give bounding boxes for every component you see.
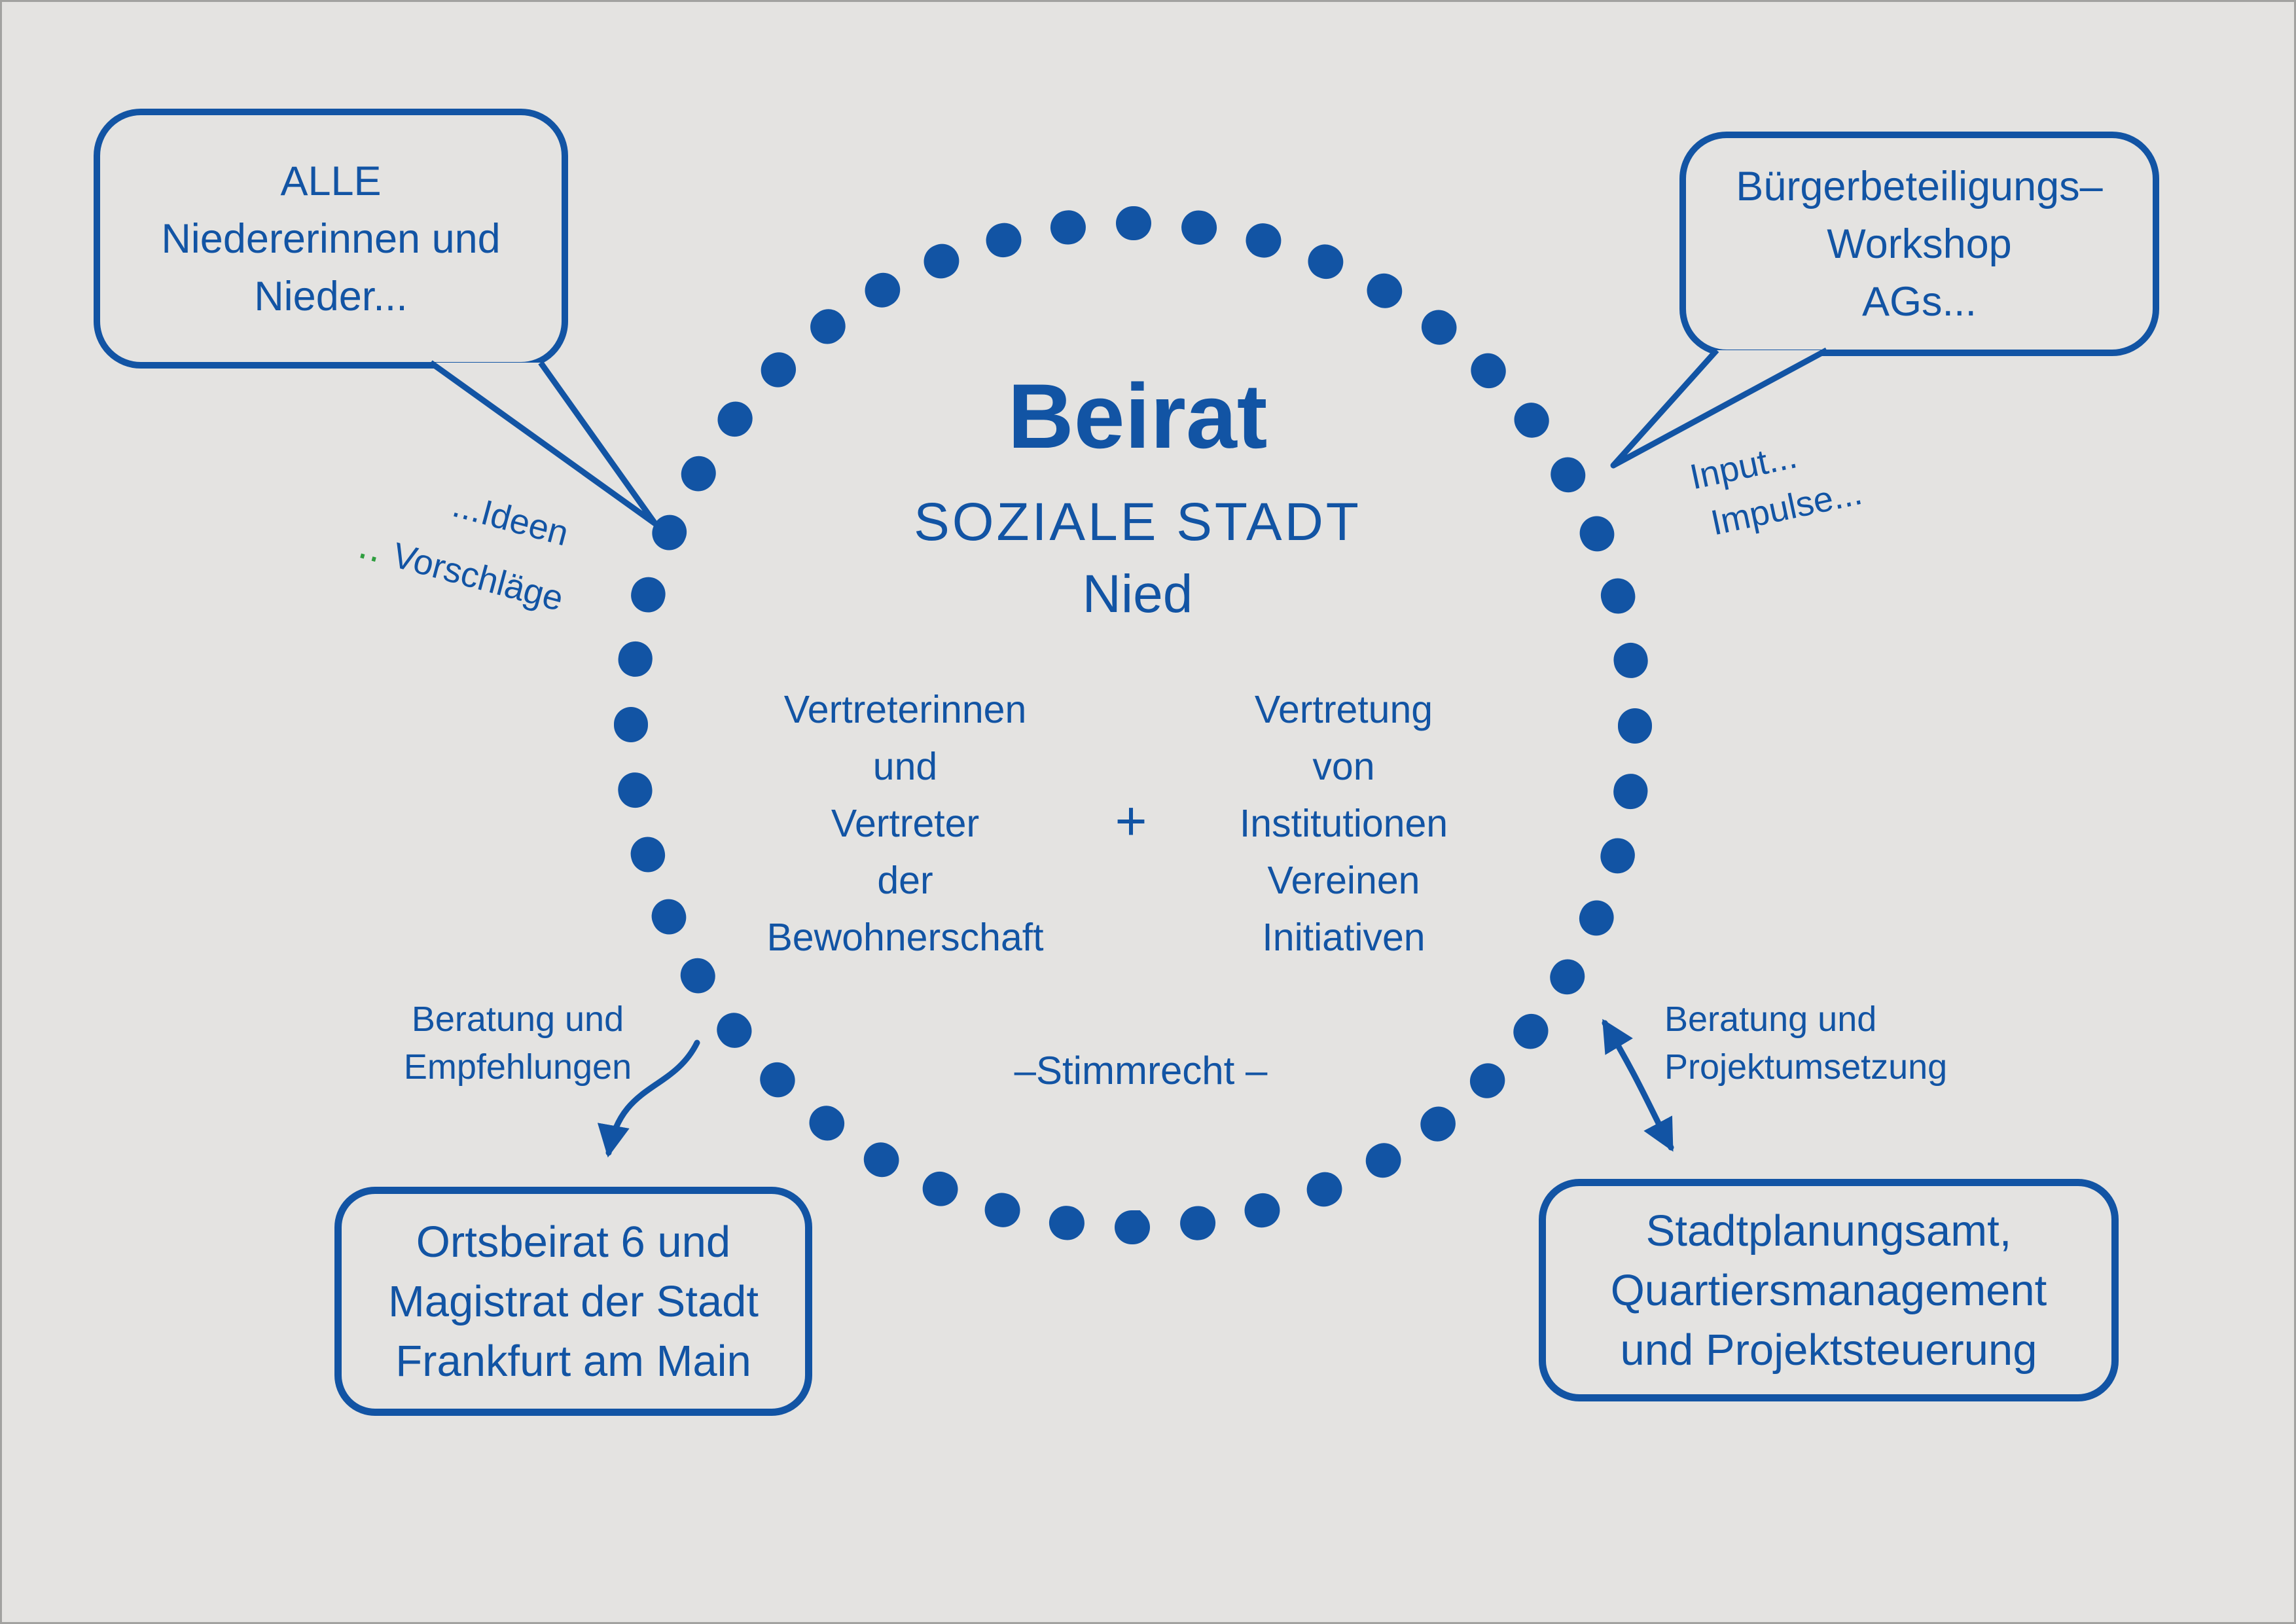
bubble-line: ALLE (280, 158, 382, 204)
box-line: Quartiersmanagement (1610, 1265, 2047, 1315)
bubble-line: AGs... (1861, 278, 1977, 325)
box-stadtplanungsamt: Stadtplanungsamt, Quartiersmanagement un… (1539, 1179, 2119, 1401)
group-line: der (877, 859, 933, 902)
group-line: Initiativen (1262, 916, 1426, 959)
arrow-label-line: Beratung und (1664, 1000, 1877, 1039)
speech-bubble-workshop: Bürgerbeteiligungs– Workshop AGs... (1679, 132, 2159, 356)
advice-arrow-left (597, 1039, 700, 1158)
bubble-line: Niedererinnen und (161, 215, 501, 262)
arrow-label-line: Beratung und (411, 1000, 624, 1039)
advice-arrow-right-double (1602, 1019, 1674, 1152)
box-line: und Projektsteuerung (1620, 1325, 2037, 1375)
bubble-line: Workshop (1827, 221, 2012, 267)
arrow-label-left: Beratung und Empfehlungen (393, 996, 642, 1091)
group-line: Vertretung (1254, 688, 1433, 731)
voting-rights-note: –Stimmrecht – (1014, 1049, 1268, 1092)
arrow-label-line: Empfehlungen (403, 1047, 632, 1087)
box-line: Frankfurt am Main (395, 1336, 751, 1386)
circle-subtitle: SOZIALE STADT (914, 492, 1361, 552)
circle-title: Beirat (1007, 365, 1268, 467)
group-line: Bewohnerschaft (766, 916, 1044, 959)
box-line: Magistrat der Stadt (387, 1276, 759, 1326)
bubble-line: Bürgerbeteiligungs– (1736, 163, 2103, 209)
group-line: von (1312, 745, 1375, 788)
plus-sign: + (1115, 790, 1147, 852)
group-line: Vertreterinnen (783, 688, 1027, 731)
box-line: Ortsbeirat 6 und (416, 1217, 731, 1267)
box-line: Stadtplanungsamt, (1645, 1206, 2012, 1255)
bubble-line: Nieder... (254, 273, 408, 319)
circle-district: Nied (1082, 564, 1193, 624)
arrow-label-right: Beratung und Projektumsetzung (1664, 996, 2031, 1091)
group-line: Institutionen (1239, 802, 1448, 845)
group-line: Vertreter (831, 802, 980, 845)
dotted-circle (614, 206, 1652, 1244)
group-line: Vereinen (1267, 859, 1420, 902)
group-line: und (872, 745, 938, 788)
residents-representatives-group: Vertreterinnen und Vertreter der Bewohne… (709, 681, 1102, 966)
arrow-label-line: Projektumsetzung (1664, 1047, 1948, 1087)
speech-bubble-residents: ALLE Niedererinnen und Nieder... (94, 109, 568, 369)
institutions-group: Vertretung von Institutionen Vereinen In… (1147, 681, 1540, 966)
box-ortsbeirat-magistrat: Ortsbeirat 6 und Magistrat der Stadt Fra… (334, 1187, 812, 1416)
